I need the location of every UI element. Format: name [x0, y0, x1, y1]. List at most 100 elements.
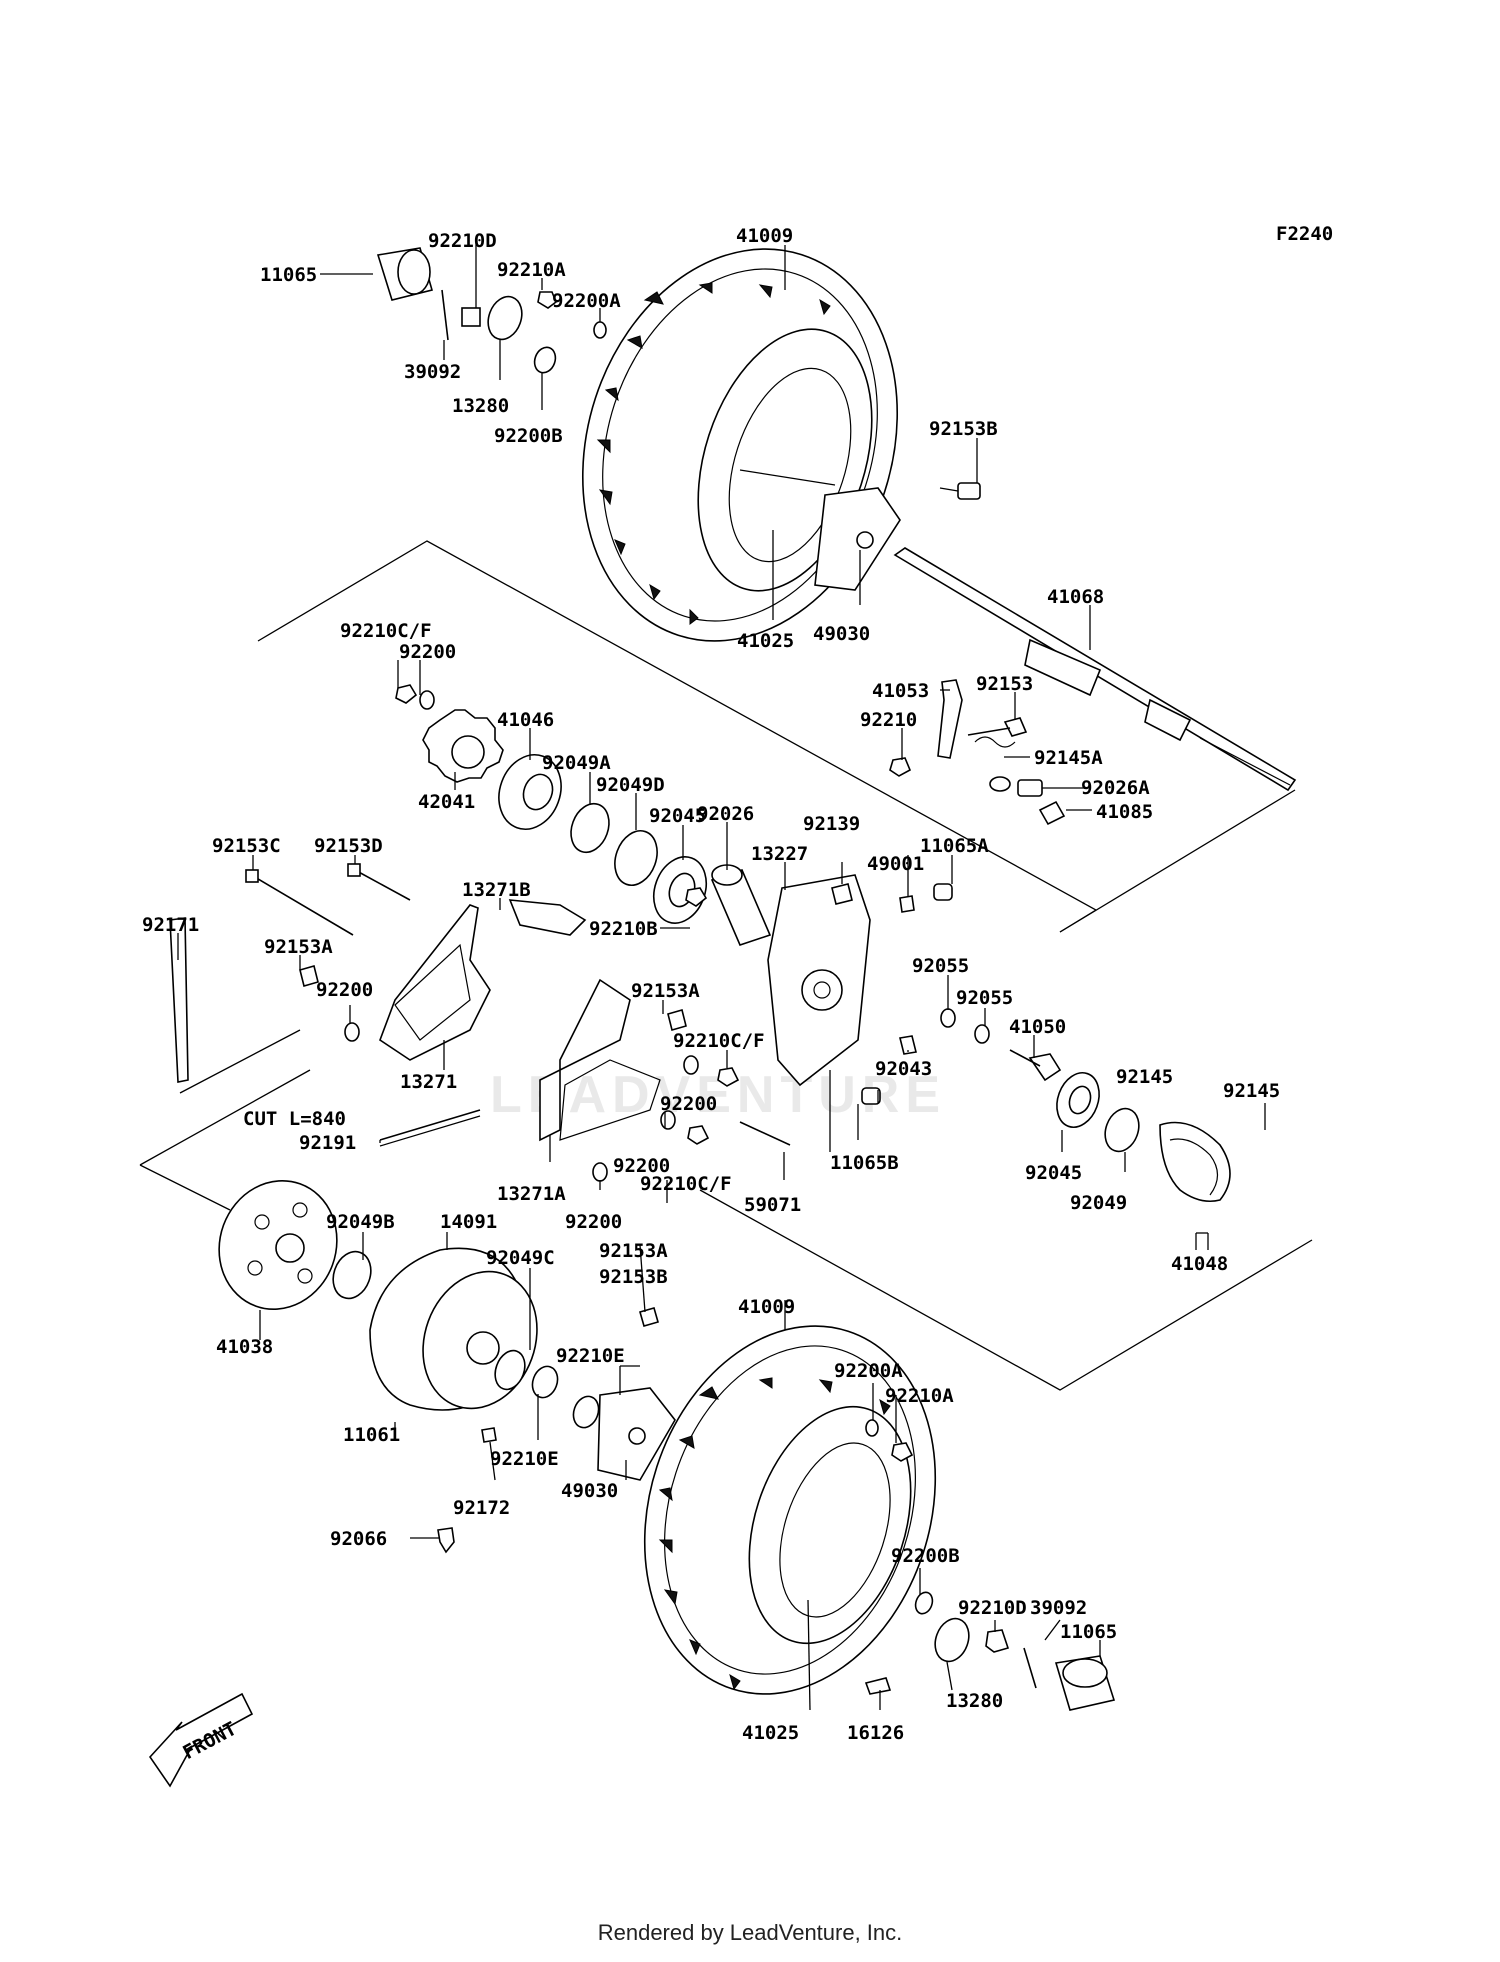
hub-49030-top — [814, 487, 901, 591]
tire-low — [643, 1325, 937, 1695]
label-41009-top: 41009 — [736, 225, 793, 247]
rivet-11065B — [861, 1087, 881, 1105]
label-92153A-mid: 92153A — [631, 980, 700, 1002]
lever-41053 — [937, 679, 963, 759]
label-92045-mid: 92045 — [649, 805, 706, 827]
label-41046: 41046 — [497, 709, 554, 731]
label-92026: 92026 — [697, 803, 754, 825]
hubcap-11065-low — [1054, 1655, 1116, 1711]
label-41025-low: 41025 — [742, 1722, 799, 1744]
label-92145-a: 92145 — [1116, 1066, 1173, 1088]
seal-92049D — [614, 830, 658, 886]
washer-92200-left — [344, 1022, 360, 1042]
label-41048: 41048 — [1171, 1253, 1228, 1275]
label-92210-mid: 92210 — [860, 709, 917, 731]
rod-92191 — [379, 1109, 481, 1147]
label-92210A-low: 92210A — [885, 1385, 954, 1407]
frame-cut-left — [179, 1029, 301, 1094]
panel-14091 — [369, 1247, 538, 1411]
plate-41085 — [1038, 800, 1066, 826]
rivet-11065A — [933, 883, 953, 901]
label-92153B-top: 92153B — [929, 418, 998, 440]
label-49030-top: 49030 — [813, 623, 870, 645]
shoes-41048 — [1159, 1121, 1231, 1203]
label-11065-top: 11065 — [260, 264, 317, 286]
carrier-13271A — [539, 978, 661, 1142]
label-92210D-low: 92210D — [958, 1597, 1027, 1619]
nut-92210E-left — [531, 1365, 559, 1399]
label-92066: 92066 — [330, 1528, 387, 1550]
label-92153-mid: 92153 — [976, 673, 1033, 695]
tire-top — [581, 248, 899, 642]
label-41053: 41053 — [872, 680, 929, 702]
label-16126: 16126 — [847, 1722, 904, 1744]
washer-92200B-low — [914, 1591, 934, 1615]
washer-92200-mid-a — [683, 1055, 699, 1075]
label-92153D: 92153D — [314, 835, 383, 857]
bolt-92153B-low — [639, 1307, 659, 1327]
frame-lower-left-b — [139, 1164, 231, 1211]
label-41025-top: 41025 — [737, 630, 794, 652]
nut-92210CF-mid — [717, 1067, 740, 1087]
label-92145A: 92145A — [1034, 747, 1103, 769]
washer-92055-b — [974, 1024, 990, 1044]
bolt-92153C — [245, 869, 354, 936]
label-92043: 92043 — [875, 1058, 932, 1080]
label-92200-low: 92200 — [565, 1211, 622, 1233]
drum-41038 — [218, 1179, 338, 1311]
label-92210E-top: 92210E — [556, 1345, 625, 1367]
hub-41046 — [498, 754, 562, 830]
label-42041: 42041 — [418, 791, 475, 813]
nut-92210A-top — [537, 291, 557, 309]
washer-92200A-low — [865, 1419, 879, 1437]
nut-92210C-top — [395, 684, 418, 704]
nut-92210CF-low — [687, 1125, 710, 1145]
washer-13280-top — [487, 295, 523, 341]
washer-92200-top — [419, 690, 435, 710]
label-92210CF-3: 92210C/F — [640, 1173, 732, 1195]
valve-92066 — [437, 1527, 455, 1554]
label-92055-a: 92055 — [912, 955, 969, 977]
label-92200-1: 92200 — [399, 641, 456, 663]
washer-92200A-top — [593, 321, 607, 339]
bolt-92153-mid — [967, 717, 1028, 737]
diagram-code: F2240 — [1276, 223, 1333, 245]
seal-92049B — [332, 1250, 372, 1300]
nut-92210D-top — [461, 307, 481, 327]
label-13271B: 13271B — [462, 879, 531, 901]
leader-lines — [177, 242, 1266, 1711]
bolt-92153B-top — [939, 482, 981, 500]
label-92210A-top: 92210A — [497, 259, 566, 281]
spring-92145A — [974, 736, 1016, 748]
nut-92210-mid — [889, 757, 912, 777]
nut-92210B — [685, 887, 708, 907]
valve-16126 — [864, 1677, 892, 1695]
washer-92200-low — [592, 1162, 608, 1182]
clip-92026A — [989, 776, 1043, 797]
frame-upper-right — [1059, 789, 1296, 933]
washer-92055-a — [940, 1008, 956, 1028]
label-13227: 13227 — [751, 843, 808, 865]
label-cut-note: CUT L=840 — [243, 1108, 346, 1130]
seal-92049-right — [1104, 1107, 1140, 1153]
label-92049A: 92049A — [542, 752, 611, 774]
axle-41068 — [893, 547, 1297, 792]
screw-92172 — [481, 1427, 497, 1443]
label-39092-low: 39092 — [1030, 1597, 1087, 1619]
cam-41050 — [1009, 1049, 1062, 1082]
bolt-92153D — [347, 863, 411, 901]
bolt-92139 — [831, 883, 853, 905]
label-92153B-low: 92153B — [599, 1266, 668, 1288]
label-11065-low: 11065 — [1060, 1621, 1117, 1643]
label-92200-left: 92200 — [316, 979, 373, 1001]
frame-lower-left — [139, 1069, 311, 1166]
label-41068: 41068 — [1047, 586, 1104, 608]
label-13280-low: 13280 — [946, 1690, 1003, 1712]
label-13271: 13271 — [400, 1071, 457, 1093]
label-92139: 92139 — [803, 813, 860, 835]
nut-92210E-right — [572, 1395, 600, 1429]
bracket-13271B — [508, 899, 587, 936]
bolt-92153A-mid — [667, 1009, 687, 1031]
label-92055-b: 92055 — [956, 987, 1013, 1009]
